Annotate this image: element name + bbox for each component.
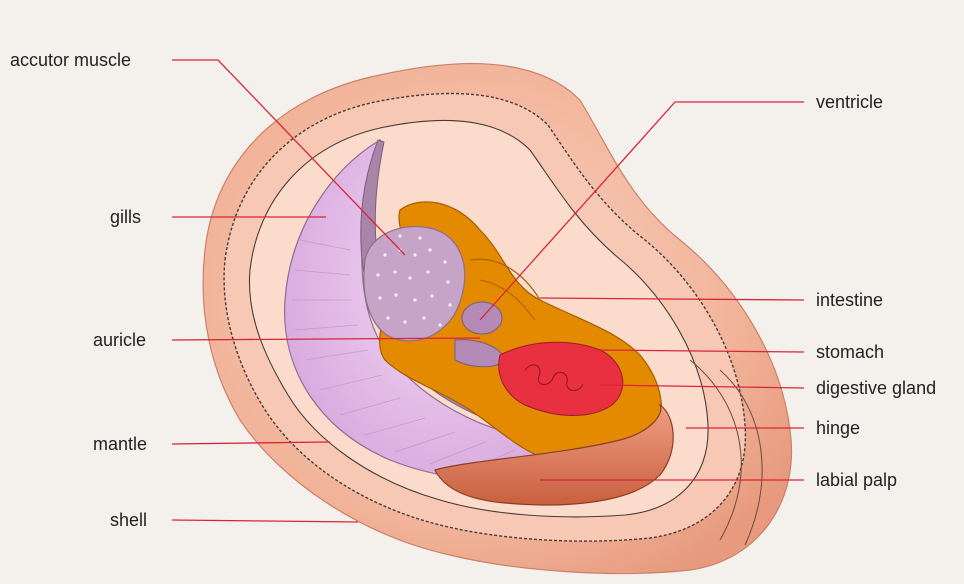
label-hinge: hinge [816, 418, 860, 438]
label-shell: shell [110, 510, 147, 530]
label-intestine: intestine [816, 290, 883, 310]
label-mantle: mantle [93, 434, 147, 454]
label-adductor-muscle: accutor muscle [10, 50, 131, 70]
label-stomach: stomach [816, 342, 884, 362]
label-auricle: auricle [93, 330, 146, 350]
label-gills: gills [110, 207, 141, 227]
label-ventricle: ventricle [816, 92, 883, 112]
label-digestive-gland: digestive gland [816, 378, 936, 398]
label-labial-palp: labial palp [816, 470, 897, 490]
